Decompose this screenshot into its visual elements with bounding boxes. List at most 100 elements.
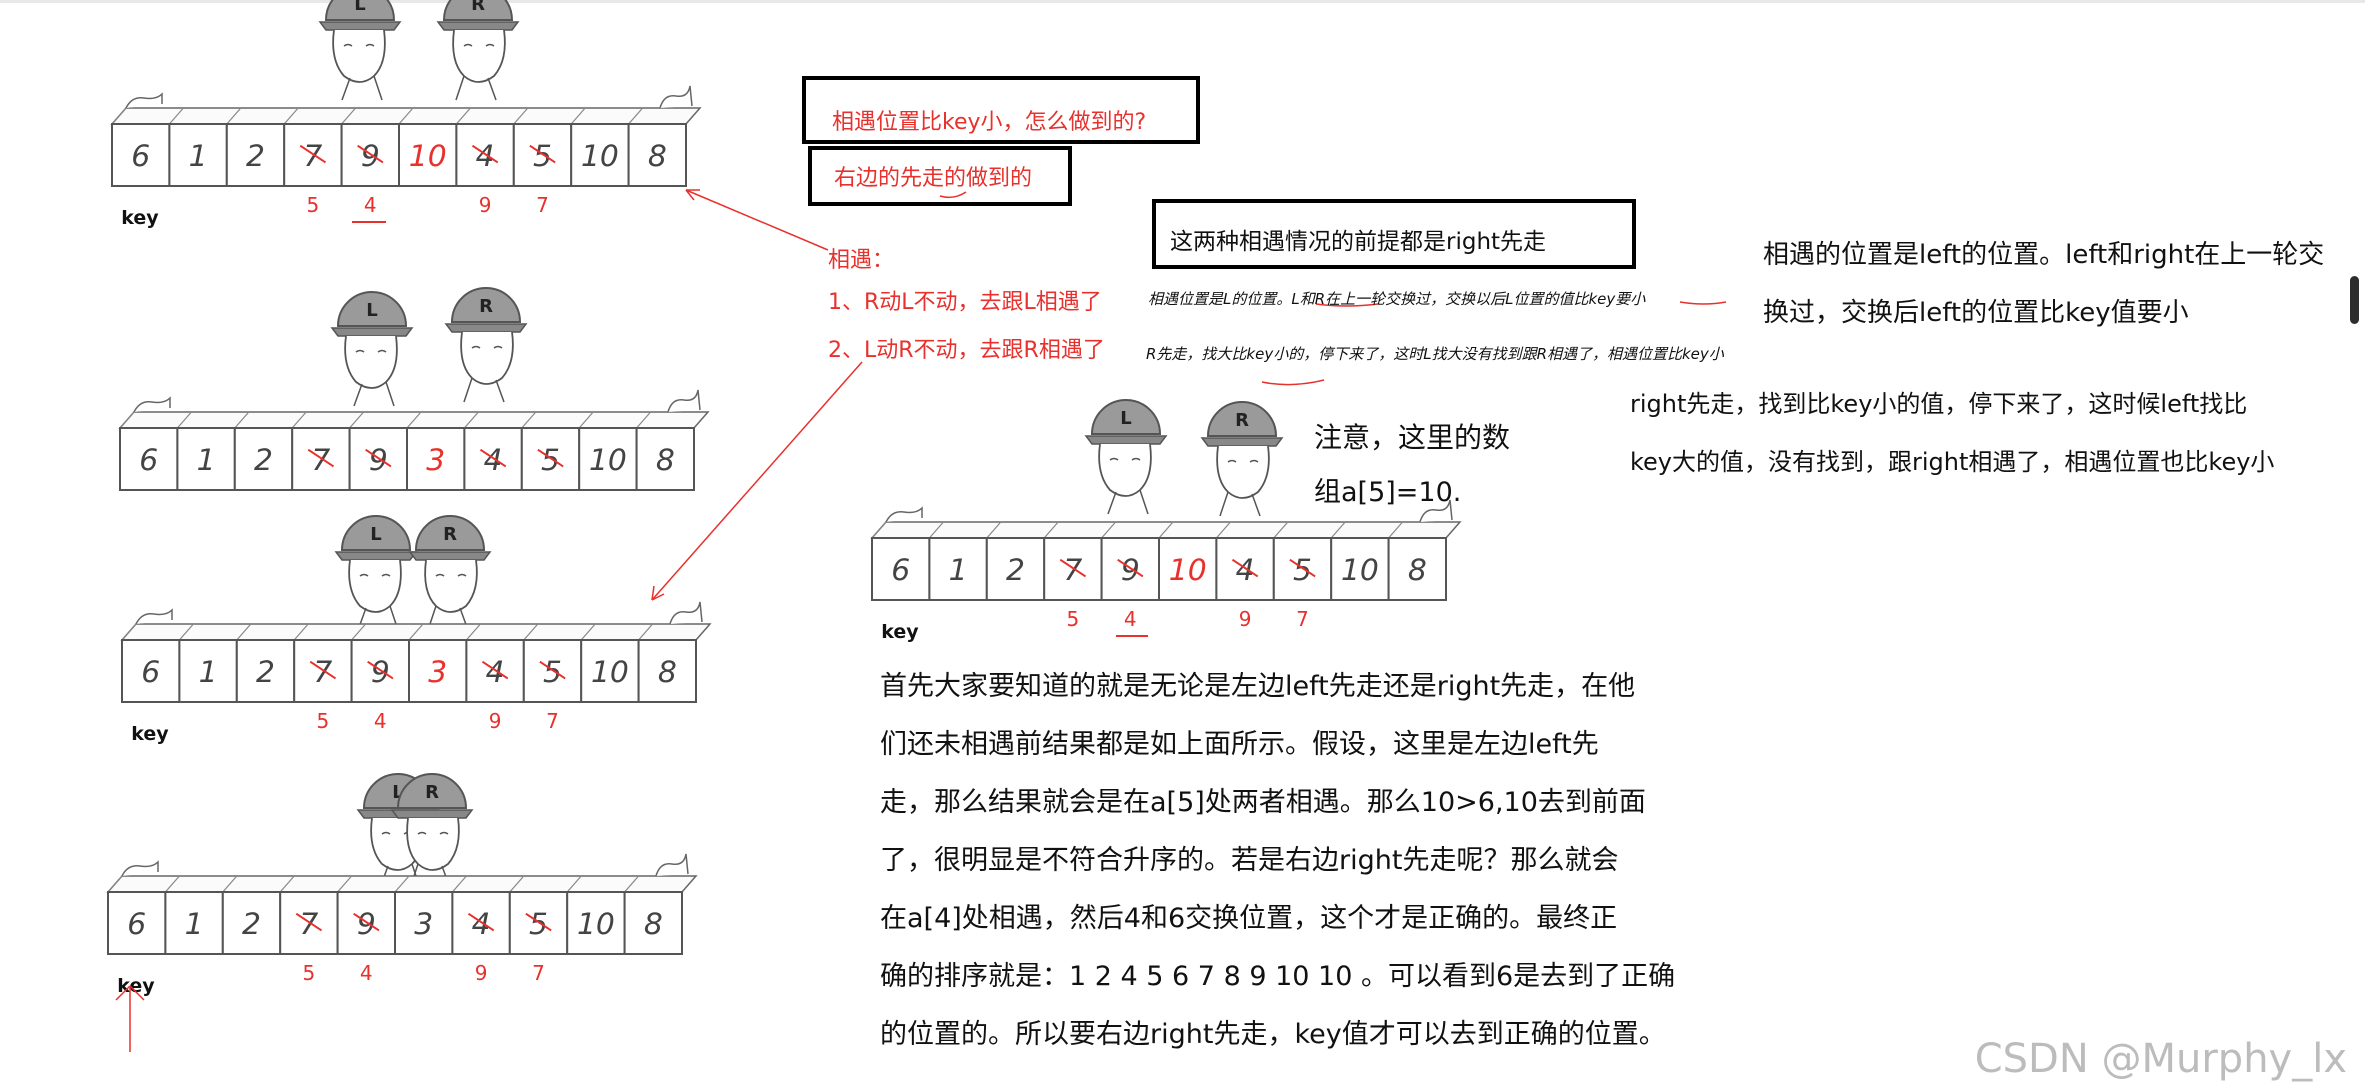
helmet-brim (410, 552, 490, 560)
card-value: 5 (1293, 553, 1312, 588)
card-value: 4 (1236, 553, 1255, 588)
right-note-line-3: right先走，找到比key小的值，停下来了，这时候left找比 (1630, 384, 2247, 419)
card-value: 10 (1169, 553, 1207, 588)
right-note-line-4: key大的值，没有找到，跟right相遇了，相遇位置也比key小 (1630, 442, 2274, 477)
card-value: 1 (199, 655, 218, 690)
notice-line-1: 注意，这里的数 (1314, 416, 1510, 456)
helmet-letter: L (370, 524, 381, 545)
card-value: 1 (197, 443, 216, 478)
paragraph-line: 走，那么结果就会是在a[5]处两者相遇。那么10>6,10去到前面 (880, 774, 1675, 832)
card-value: 6 (131, 139, 150, 174)
helmet-letter: R (425, 782, 439, 803)
card-value: 8 (644, 907, 663, 942)
sub-value: 9 (489, 709, 502, 733)
card-value: 2 (1006, 553, 1025, 588)
card-value: 2 (254, 443, 273, 478)
helmet-r-icon: R (410, 516, 490, 630)
helmet-letter: R (479, 296, 493, 317)
card-value: 6 (139, 443, 158, 478)
card-value: 10 (409, 139, 447, 174)
sub-value: 5 (1067, 607, 1080, 631)
sub-value: 7 (536, 193, 549, 217)
sub-value: 7 (532, 961, 545, 985)
helmet-letter: R (471, 0, 485, 15)
card-value: 8 (648, 139, 667, 174)
sub-value: 7 (546, 709, 559, 733)
sub-value: 4 (1124, 607, 1137, 631)
card-value: 6 (127, 907, 146, 942)
helmet-l-icon: L (1086, 400, 1166, 514)
card-value: 5 (543, 655, 562, 690)
right-note-line-1: 相遇的位置是left的位置。left和right在上一轮交 (1763, 234, 2324, 271)
helmet-brim (446, 324, 526, 332)
helmet-letter: L (366, 300, 377, 321)
card-value: 1 (949, 553, 968, 588)
face (1217, 446, 1269, 498)
helmet-brim (320, 22, 400, 30)
card-value: 3 (428, 655, 447, 690)
premise-text: 这两种相遇情况的前提都是right先走 (1170, 222, 1546, 256)
helmet-l-icon: L (320, 0, 400, 100)
sub-value: 4 (374, 709, 387, 733)
handwritten-note-1: 相遇位置是L的位置。L和R在上一轮交换过，交换以后L位置的值比key要小 (1148, 288, 1645, 309)
key-label: key (881, 621, 919, 643)
helmet-brim (1202, 438, 1282, 446)
card-value: 8 (656, 443, 675, 478)
sub-value: 9 (479, 193, 492, 217)
question-text: 相遇位置比key小，怎么做到的? (832, 104, 1146, 136)
underline-mark (1262, 380, 1324, 385)
card-value: 10 (1341, 553, 1379, 588)
sub-value: 5 (307, 193, 320, 217)
key-label: key (121, 207, 159, 229)
right-flag (656, 854, 688, 876)
card-value: 7 (303, 139, 322, 174)
helmet-brim (332, 328, 412, 336)
card-value: 4 (476, 139, 495, 174)
scrollbar-thumb[interactable] (2350, 276, 2359, 324)
card-value: 9 (357, 907, 376, 942)
underline-mark (1680, 302, 1726, 304)
sub-value: 4 (360, 961, 373, 985)
card-value: 10 (589, 443, 627, 478)
helmet-brim (438, 22, 518, 30)
meet-case-2: 2、L动R不动，去跟R相遇了 (828, 332, 1105, 364)
paragraph-line: 首先大家要知道的就是无论是左边left先走还是right先走，在他 (880, 658, 1675, 716)
paragraph-line: 了，很明显是不符合升序的。若是右边right先走呢？那么就会 (880, 832, 1675, 890)
paragraph-line: 的位置的。所以要右边right先走，key值才可以去到正确的位置。 (880, 1006, 1675, 1064)
helmet-r-icon: R (438, 0, 518, 100)
explanation-paragraph: 首先大家要知道的就是无论是左边left先走还是right先走，在他 们还未相遇前… (880, 658, 1675, 1064)
helmet-l-icon: L (332, 292, 412, 406)
face (453, 30, 505, 82)
face (425, 560, 477, 612)
helmet-brim (336, 552, 416, 560)
card-value: 9 (371, 655, 390, 690)
card-value: 5 (529, 907, 548, 942)
helmet-letter: L (1120, 408, 1131, 429)
card-value: 8 (658, 655, 677, 690)
sub-value: 5 (317, 709, 330, 733)
card-value: 4 (484, 443, 503, 478)
helmet-r-icon: R (446, 288, 526, 402)
paragraph-line: 在a[4]处相遇，然后4和6交换位置，这个才是正确的。最终正 (880, 890, 1675, 948)
paragraph-line: 们还未相遇前结果都是如上面所示。假设，这里是左边left先 (880, 716, 1675, 774)
right-flag (668, 390, 700, 412)
right-flag (660, 86, 692, 108)
paragraph-line: 确的排序就是：1 2 4 5 6 7 8 9 10 10 。可以看到6是去到了正… (880, 948, 1675, 1006)
sub-value: 9 (1239, 607, 1252, 631)
card-value: 4 (486, 655, 505, 690)
card-value: 3 (426, 443, 445, 478)
helmet-brim (392, 810, 472, 818)
card-value: 7 (299, 907, 318, 942)
notice-line-2: 组a[5]=10. (1314, 470, 1461, 509)
card-value: 2 (242, 907, 261, 942)
card-value: 1 (189, 139, 208, 174)
face (333, 30, 385, 82)
card-value: 4 (472, 907, 491, 942)
sub-value: 4 (364, 193, 377, 217)
left-flag (122, 862, 158, 876)
array-panel-middle: 6127910451085497key (872, 500, 1460, 643)
card-value: 7 (311, 443, 330, 478)
